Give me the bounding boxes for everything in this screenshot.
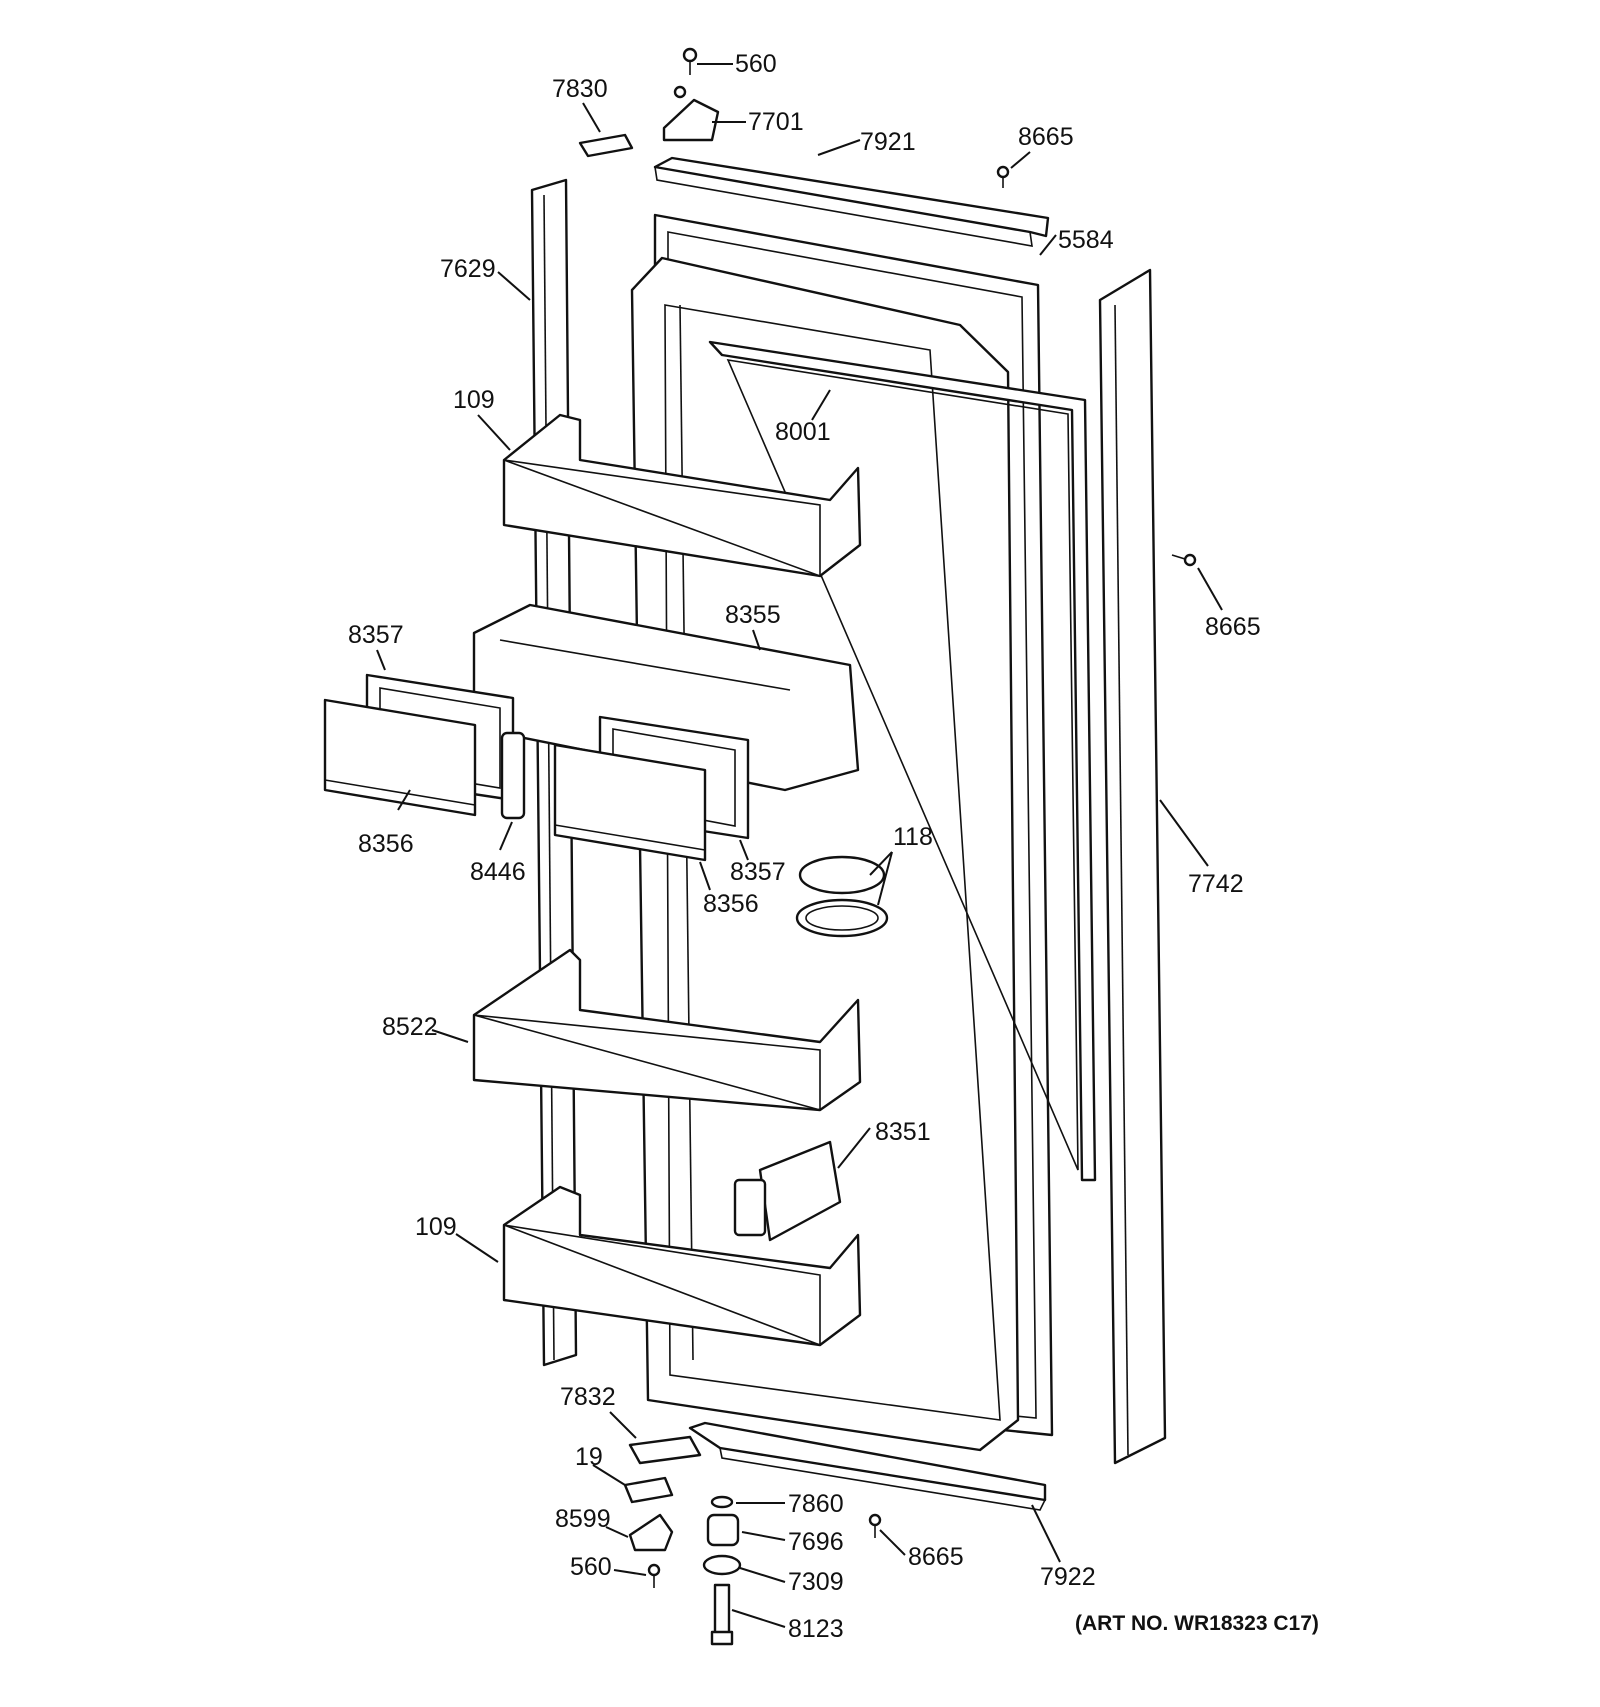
label-7832: 7832: [560, 1383, 616, 1411]
label-118: 118: [893, 823, 933, 851]
bushing-7696: [706, 1513, 740, 1547]
label-8356-right: 8356: [703, 890, 759, 918]
washer-7860: [710, 1495, 734, 1509]
door-bin-lower-109: [502, 1185, 862, 1347]
door-top-cap-7921: [653, 156, 1050, 247]
label-560-top: 560: [735, 50, 777, 78]
screw-560-top: [682, 47, 698, 75]
label-7309: 7309: [788, 1568, 844, 1596]
hinge-shim-7832: [628, 1435, 702, 1465]
washer-7309: [702, 1554, 742, 1576]
label-8446: 8446: [470, 858, 526, 886]
label-8522: 8522: [382, 1013, 438, 1041]
screw-8665-top: [996, 165, 1010, 188]
label-8665-bottom: 8665: [908, 1543, 964, 1571]
bolt-8123: [710, 1583, 734, 1646]
door-bin-upper-109: [502, 413, 862, 578]
label-7629: 7629: [440, 255, 496, 283]
label-7921: 7921: [860, 128, 916, 156]
screw-8665-bottom: [868, 1513, 882, 1538]
art-number: (ART NO. WR18323 C17): [1075, 1612, 1319, 1635]
label-560-bottom: 560: [570, 1553, 612, 1581]
label-8599: 8599: [555, 1505, 611, 1533]
small-bin-8351: [733, 1140, 842, 1242]
dairy-hinge-8446: [500, 731, 526, 820]
label-8665-top: 8665: [1018, 123, 1074, 151]
label-8123: 8123: [788, 1615, 844, 1643]
label-19: 19: [575, 1443, 603, 1471]
label-7701: 7701: [748, 108, 804, 136]
dairy-door-right-8356: [553, 743, 707, 862]
shim-19: [623, 1476, 674, 1504]
door-trim-right-7742: [1098, 268, 1167, 1465]
label-7830: 7830: [552, 75, 608, 103]
hinge-7701: [662, 85, 720, 142]
hinge-8599: [628, 1513, 674, 1552]
label-109-top: 109: [453, 386, 495, 414]
label-8351: 8351: [875, 1118, 931, 1146]
part-labels: 560 7830 7701 7921 8665 5584 7629 109 80…: [348, 50, 1319, 1643]
hinge-shim-7830: [578, 133, 634, 158]
label-7860: 7860: [788, 1490, 844, 1518]
label-7742: 7742: [1188, 870, 1244, 898]
label-7696: 7696: [788, 1528, 844, 1556]
tray-118: [795, 855, 889, 938]
label-5584: 5584: [1058, 226, 1114, 254]
leader-lines: [376, 63, 1223, 1628]
label-8001: 8001: [775, 418, 831, 446]
screw-560-bottom: [647, 1563, 661, 1588]
label-8355: 8355: [725, 601, 781, 629]
door-bottom-cap-7922: [688, 1421, 1047, 1511]
door-bin-8522: [472, 948, 862, 1112]
label-8357-left: 8357: [348, 621, 404, 649]
label-7922: 7922: [1040, 1563, 1096, 1591]
label-8665-right: 8665: [1205, 613, 1261, 641]
door-gasket-8001: [708, 340, 1097, 1182]
dairy-door-left-8356: [323, 698, 477, 817]
screw-8665-right: [1171, 553, 1197, 567]
label-8357-right: 8357: [730, 858, 786, 886]
label-8356-left: 8356: [358, 830, 414, 858]
label-109-bottom: 109: [415, 1213, 457, 1241]
